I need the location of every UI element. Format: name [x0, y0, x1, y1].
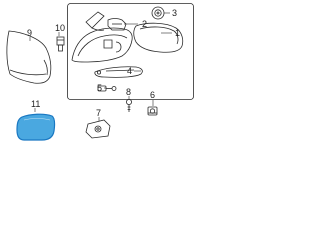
mirror-cover-part [6, 30, 52, 84]
callout-6: 6 [150, 90, 155, 100]
glass-backing-part [133, 22, 184, 53]
callout-10: 10 [55, 23, 65, 33]
callout-2: 2 [142, 19, 147, 29]
callout-11: 11 [31, 99, 40, 109]
callout-4: 4 [127, 66, 132, 76]
callout-7: 7 [96, 108, 101, 118]
mirror-glass-edge [23, 118, 51, 121]
screw-part [126, 99, 133, 112]
turn-signal-part [94, 66, 143, 78]
actuator-part [107, 18, 127, 31]
bulb-part [97, 85, 117, 92]
callout-3: 3 [172, 8, 177, 18]
parts-diagram: 1 2 3 4 5 6 7 8 9 10 11 [0, 0, 200, 147]
callout-9: 9 [27, 28, 32, 38]
leader-lines [29, 12, 172, 121]
motor-part [151, 6, 165, 20]
clip-part [56, 36, 65, 52]
mirror-glass-part [16, 113, 56, 141]
callout-8: 8 [126, 87, 131, 97]
callout-5: 5 [97, 83, 102, 93]
camera-part [85, 119, 111, 139]
callout-1: 1 [175, 28, 180, 38]
mirror-housing-part [71, 11, 133, 63]
connector-part [147, 106, 158, 116]
